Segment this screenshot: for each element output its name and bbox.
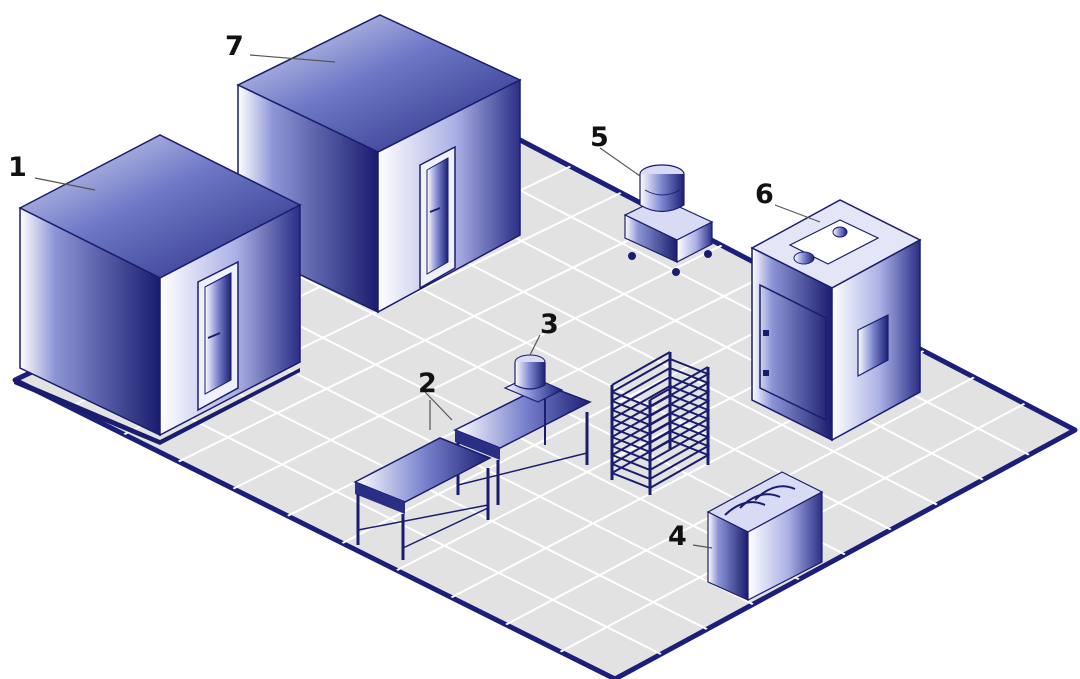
proofer-4	[706, 471, 824, 601]
mixer-cart-5	[623, 164, 714, 276]
label-3: 3	[540, 309, 559, 340]
label-2: 2	[418, 368, 437, 399]
mixer-3	[503, 354, 564, 403]
grid-line	[178, 218, 672, 463]
label-1: 1	[8, 152, 27, 183]
work-tables-2	[353, 384, 592, 560]
walk-in-cabinet-1	[14, 134, 302, 445]
label-4: 4	[668, 521, 687, 552]
leader-lines	[34, 54, 821, 549]
grid-line	[469, 163, 1030, 456]
oven-6	[750, 199, 922, 442]
grid-line	[341, 297, 824, 544]
label-5: 5	[590, 122, 609, 153]
grid-line	[232, 244, 723, 490]
label-6: 6	[755, 179, 774, 210]
label-7: 7	[225, 31, 244, 62]
tray-rack	[610, 351, 711, 495]
